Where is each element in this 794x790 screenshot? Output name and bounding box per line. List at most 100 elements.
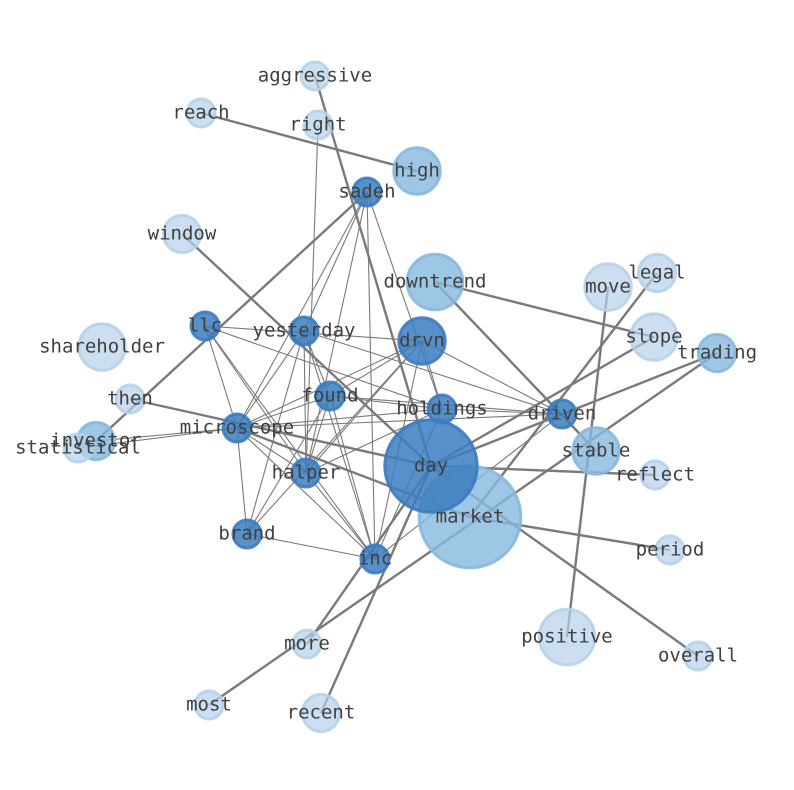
node-label-stable: stable: [562, 440, 631, 462]
node-label-period: period: [636, 539, 705, 561]
edge-yesterday-halper: [303, 330, 307, 474]
node-label-driven: driven: [528, 403, 597, 425]
node-label-yesterday: yesterday: [253, 320, 356, 342]
node-label-downtrend: downtrend: [384, 271, 487, 293]
node-label-halper: halper: [272, 462, 341, 484]
edge-llc-halper: [204, 325, 307, 474]
node-halper: [290, 457, 322, 489]
node-label-high: high: [394, 160, 440, 182]
node-label-statistical: statistical: [15, 437, 141, 459]
node-label-window: window: [148, 223, 217, 245]
edge-llc-holdings: [204, 325, 443, 410]
node-high: [392, 146, 442, 196]
edge-yesterday-driven: [303, 330, 563, 415]
edge-holdings-halper: [305, 408, 443, 474]
node-label-day: day: [414, 455, 448, 477]
node-label-then: then: [107, 388, 153, 410]
node-label-move: move: [585, 276, 631, 298]
node-label-drvn: drvn: [399, 330, 445, 352]
edge-microscope-holdings: [236, 408, 443, 429]
node-then: [114, 383, 146, 415]
edge-found-inc: [329, 395, 376, 560]
node-aggressive: [299, 60, 331, 92]
node-reflect: [639, 459, 671, 491]
nodes-layer: [62, 60, 738, 734]
node-driven: [546, 398, 578, 430]
labels-layer: aggressivereachrighthighsadehwindowdownt…: [15, 65, 757, 724]
edge-yesterday-brand: [246, 330, 305, 535]
node-inc: [359, 543, 391, 575]
node-label-llc: llc: [188, 315, 222, 337]
edge-then-day: [129, 397, 432, 468]
node-label-positive: positive: [521, 626, 613, 648]
node-statistical: [62, 432, 94, 464]
edge-sadeh-microscope: [236, 191, 368, 429]
edge-right-halper: [305, 124, 319, 474]
edge-reach-high: [200, 111, 418, 173]
node-overall: [682, 640, 714, 672]
edge-sadeh-inc: [366, 191, 376, 560]
edge-downtrend-slope: [434, 280, 655, 339]
node-right: [302, 109, 334, 141]
edge-drvn-driven: [421, 340, 563, 415]
edge-brand-inc: [246, 533, 376, 560]
edge-window-day: [181, 233, 432, 467]
edge-holdings-driven: [441, 408, 563, 415]
node-label-shareholder: shareholder: [39, 336, 165, 358]
node-downtrend: [405, 252, 465, 312]
edge-aggressive-day: [313, 75, 433, 467]
node-holdings: [426, 393, 458, 425]
node-label-investor: investor: [50, 430, 142, 452]
edge-microscope-yesterday: [236, 330, 305, 429]
node-sadeh: [351, 176, 383, 208]
node-positive: [537, 607, 597, 667]
node-window: [161, 213, 203, 255]
node-label-brand: brand: [218, 523, 275, 545]
node-microscope: [221, 412, 253, 444]
node-label-overall: overall: [658, 645, 738, 667]
node-label-aggressive: aggressive: [258, 65, 372, 87]
node-label-recent: recent: [287, 702, 356, 724]
edge-halper-inc: [305, 472, 376, 560]
node-label-right: right: [289, 114, 346, 136]
edge-sadeh-holdings: [366, 191, 443, 410]
node-move: [583, 262, 633, 312]
node-label-reach: reach: [172, 102, 229, 124]
edge-brand-drvn: [246, 340, 423, 535]
node-slope: [629, 312, 679, 362]
node-label-holdings: holdings: [396, 398, 488, 420]
node-shareholder: [77, 322, 127, 372]
node-recent: [300, 692, 342, 734]
node-label-reflect: reflect: [615, 464, 695, 486]
node-label-found: found: [301, 385, 358, 407]
edge-sadeh-yesterday: [303, 191, 368, 332]
node-label-more: more: [284, 633, 330, 655]
node-reach: [185, 97, 217, 129]
node-label-legal: legal: [628, 262, 685, 284]
edge-found-brand: [246, 395, 331, 535]
edge-sadeh-halper: [305, 191, 368, 474]
node-more: [291, 628, 323, 660]
node-most: [193, 689, 225, 721]
edge-microscope-brand: [236, 427, 248, 535]
node-found: [314, 380, 346, 412]
node-label-trading: trading: [677, 342, 757, 364]
node-drvn: [397, 316, 447, 366]
edge-yesterday-inc: [303, 330, 376, 560]
edge-microscope-investor: [95, 427, 238, 442]
node-period: [654, 534, 686, 566]
node-label-market: market: [436, 506, 505, 528]
node-label-microscope: microscope: [180, 417, 294, 439]
node-label-inc: inc: [358, 548, 392, 570]
node-label-slope: slope: [625, 326, 682, 348]
edge-found-holdings: [329, 395, 443, 410]
edge-microscope-llc: [204, 325, 238, 429]
node-brand: [231, 518, 263, 550]
node-label-most: most: [186, 694, 232, 716]
node-yesterday: [288, 315, 320, 347]
edge-microscope-inc: [236, 427, 376, 560]
node-legal: [636, 252, 678, 294]
edge-microscope-found: [236, 395, 331, 429]
edge-llc-inc: [204, 325, 376, 560]
